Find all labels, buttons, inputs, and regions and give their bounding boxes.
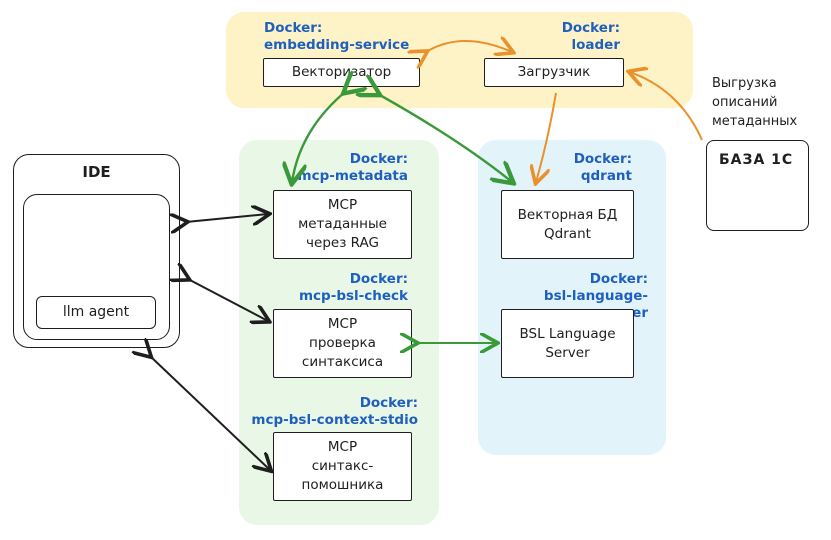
arrow-vectorizer-mcp-metadata: [292, 92, 345, 182]
llm-agent-box: llm agent: [36, 296, 156, 329]
docker-label-embedding-service: Docker: embedding-service: [264, 20, 410, 53]
docker-label-mcp-bsl-check: Docker: mcp-bsl-check: [298, 271, 408, 304]
arrow-vectorizer-vectordb: [378, 94, 512, 182]
arrow-1c-loader: [630, 72, 703, 141]
mcp-check-box: MCP проверка синтаксиса: [273, 309, 412, 378]
bsl-ls-box: BSL Language Server: [501, 309, 634, 378]
arrow-ide-mcp-helper: [150, 356, 270, 470]
arrow-ide-mcp-metadata: [186, 214, 268, 222]
mcp-metadata-box: MCP метаданные через RAG: [273, 190, 412, 259]
arrow-loader-vectordb: [536, 92, 557, 182]
db-1c-title: БАЗА 1С: [719, 152, 794, 168]
docker-label-loader: Docker: loader: [561, 20, 620, 53]
arrow-vectorizer-loader: [426, 41, 512, 52]
export-note: Выгрузка описаний метаданных: [712, 76, 798, 129]
db-1c-box: БАЗА 1С: [706, 140, 809, 231]
docker-label-mcp-bsl-context: Docker: mcp-bsl-context-stdio: [251, 395, 418, 428]
ide-title: IDE: [82, 163, 111, 181]
docker-label-qdrant: Docker: qdrant: [573, 151, 632, 184]
vector-db-box: Векторная БД Qdrant: [501, 190, 634, 259]
arrow-ide-mcp-check: [188, 279, 268, 321]
mcp-helper-box: MCP синтакс- помошника: [273, 432, 412, 501]
